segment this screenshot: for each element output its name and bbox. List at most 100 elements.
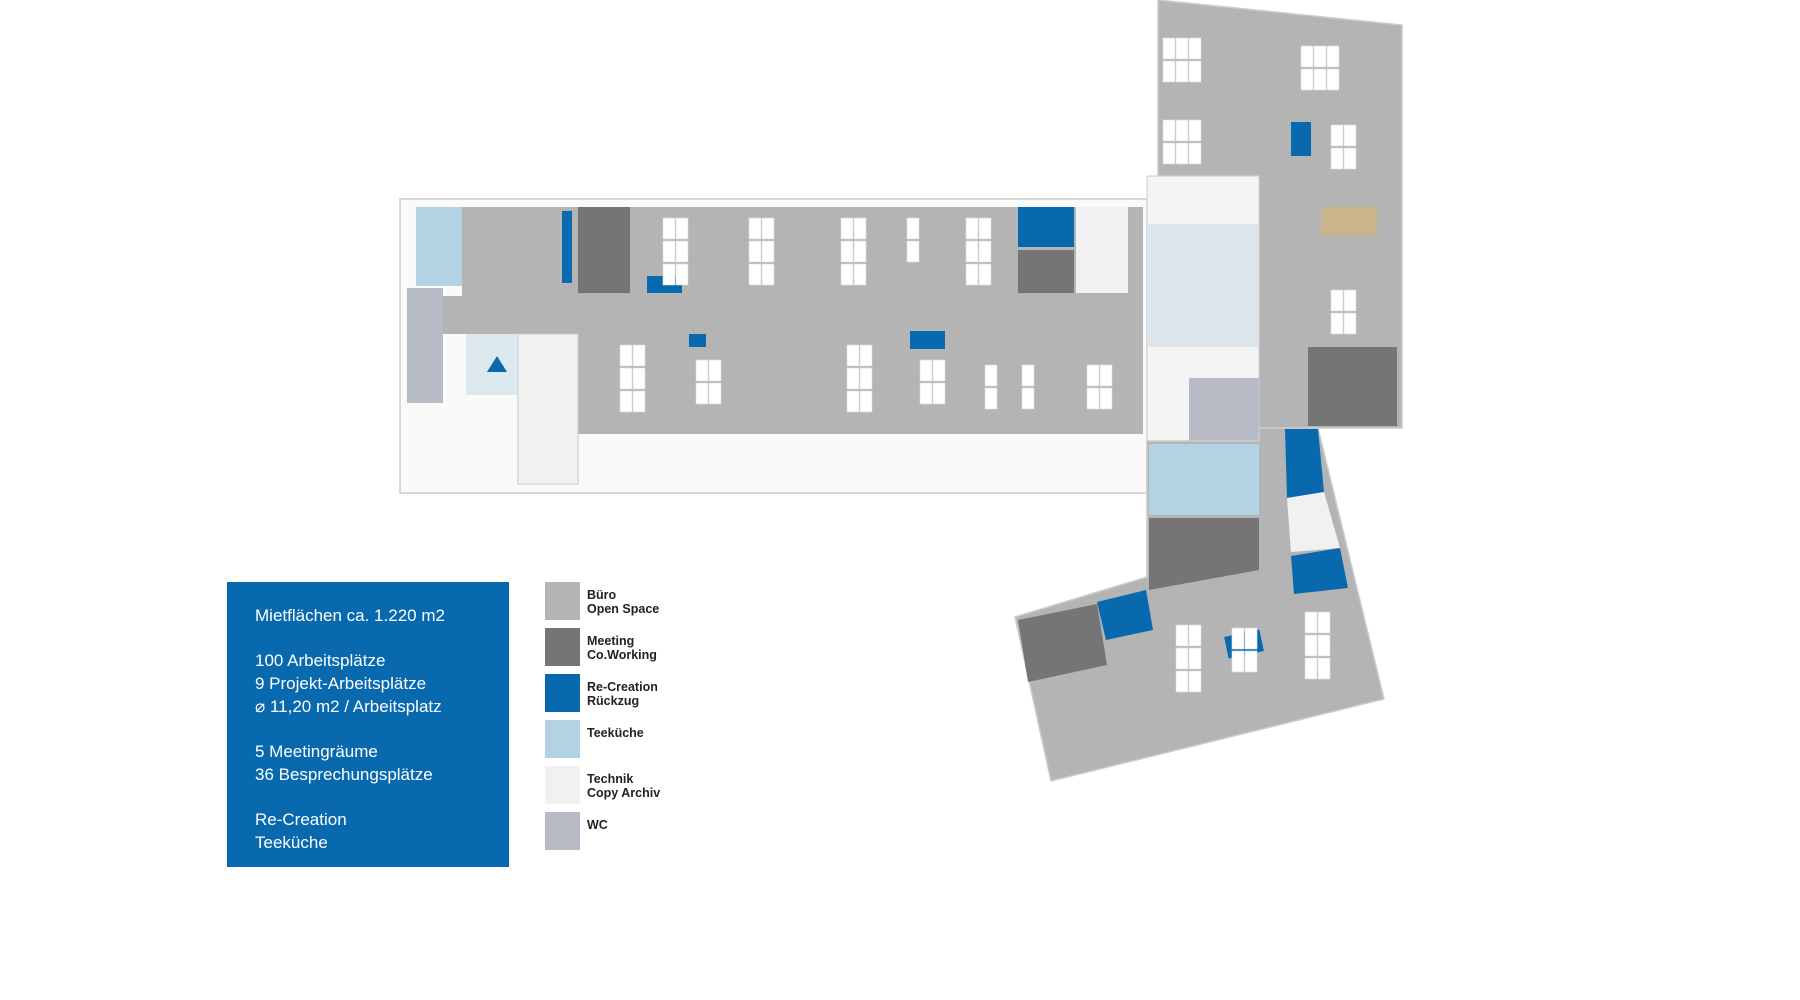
zone-recreation-0 bbox=[562, 211, 572, 283]
desk bbox=[708, 359, 722, 382]
desk bbox=[1188, 37, 1202, 60]
desk bbox=[1021, 364, 1035, 387]
desk bbox=[632, 344, 646, 367]
info-meeting-seats: 36 Besprechungsplätze bbox=[255, 765, 433, 784]
legend-label: Co.Working bbox=[587, 648, 657, 662]
desk bbox=[619, 344, 633, 367]
zone-recreation-5 bbox=[1285, 429, 1324, 498]
zone-recreation-4 bbox=[1018, 207, 1074, 247]
zone-kitchen-lower bbox=[1149, 444, 1259, 515]
desk bbox=[632, 390, 646, 413]
desk bbox=[1021, 387, 1035, 410]
corridor-left bbox=[443, 296, 578, 334]
desk bbox=[840, 263, 854, 286]
desk bbox=[1175, 119, 1189, 142]
desk bbox=[619, 390, 633, 413]
zone-meeting-left bbox=[578, 207, 630, 293]
desk bbox=[919, 359, 933, 382]
zone-recreation-tower bbox=[1291, 122, 1311, 156]
desk bbox=[978, 263, 992, 286]
desk bbox=[761, 263, 775, 286]
desk bbox=[761, 240, 775, 263]
zone-wc-left bbox=[407, 288, 443, 403]
desk bbox=[846, 390, 860, 413]
zone-stair-core bbox=[1147, 224, 1259, 347]
desk bbox=[761, 217, 775, 240]
desk bbox=[662, 263, 676, 286]
desk bbox=[1304, 657, 1318, 680]
desk bbox=[1231, 627, 1245, 650]
desk bbox=[1162, 60, 1176, 83]
info-workplaces: 100 Arbeitsplätze bbox=[255, 651, 386, 670]
desk bbox=[662, 240, 676, 263]
zone-recreation-7 bbox=[1097, 590, 1153, 640]
info-panel: Mietflächen ca. 1.220 m2 100 Arbeitsplät… bbox=[227, 582, 509, 867]
desk bbox=[1175, 647, 1189, 670]
desk bbox=[965, 240, 979, 263]
desk bbox=[1162, 119, 1176, 142]
desk bbox=[632, 367, 646, 390]
desk bbox=[1343, 147, 1357, 170]
desk bbox=[1188, 142, 1202, 165]
desk bbox=[1162, 37, 1176, 60]
desk bbox=[1099, 387, 1113, 410]
zone-recreation-3 bbox=[910, 331, 945, 349]
desk bbox=[1313, 45, 1327, 68]
desk bbox=[906, 217, 920, 240]
desk bbox=[1343, 124, 1357, 147]
desk bbox=[859, 390, 873, 413]
info-project-workplaces: 9 Projekt-Arbeitsplätze bbox=[255, 674, 427, 693]
zone-recreation-6 bbox=[1291, 548, 1348, 594]
legend-swatch bbox=[545, 674, 580, 712]
info-recreation: Re-Creation bbox=[255, 810, 347, 829]
desk bbox=[965, 217, 979, 240]
desk bbox=[1304, 611, 1318, 634]
tan-table bbox=[1321, 207, 1377, 235]
desk bbox=[1175, 670, 1189, 693]
desk bbox=[978, 217, 992, 240]
zone-meeting-lower bbox=[1149, 518, 1259, 590]
zone-kitchen-left bbox=[416, 207, 462, 286]
info-area-per-workplace: ⌀ 11,20 m2 / Arbeitsplatz bbox=[255, 697, 442, 716]
triangle-icon bbox=[487, 356, 507, 372]
desk bbox=[853, 263, 867, 286]
zone-office-left-top bbox=[462, 207, 578, 296]
desk bbox=[748, 240, 762, 263]
desk bbox=[675, 240, 689, 263]
legend-label: Technik bbox=[587, 772, 634, 786]
desk bbox=[1188, 647, 1202, 670]
info-kitchen: Teeküche bbox=[255, 833, 328, 852]
legend-swatch bbox=[545, 628, 580, 666]
desk bbox=[1326, 68, 1340, 91]
desk bbox=[846, 344, 860, 367]
desk bbox=[1188, 670, 1202, 693]
desk bbox=[978, 240, 992, 263]
desk bbox=[1317, 634, 1331, 657]
desk bbox=[859, 344, 873, 367]
desk bbox=[1317, 611, 1331, 634]
desk bbox=[932, 382, 946, 405]
desk bbox=[859, 367, 873, 390]
desk bbox=[1300, 45, 1314, 68]
zone-meeting-tower bbox=[1308, 347, 1397, 426]
desk bbox=[1317, 657, 1331, 680]
desk bbox=[1188, 624, 1202, 647]
desk bbox=[748, 263, 762, 286]
desk bbox=[840, 217, 854, 240]
desk bbox=[853, 217, 867, 240]
legend-swatch bbox=[545, 720, 580, 758]
legend-label: Re-Creation bbox=[587, 680, 658, 694]
desk bbox=[984, 387, 998, 410]
desk bbox=[1086, 387, 1100, 410]
legend-label: Meeting bbox=[587, 634, 635, 648]
legend-swatch bbox=[545, 582, 580, 620]
desk bbox=[1330, 289, 1344, 312]
desk bbox=[1343, 312, 1357, 335]
zone-wc-core bbox=[1189, 378, 1259, 441]
desk bbox=[708, 382, 722, 405]
legend-swatch bbox=[545, 766, 580, 804]
desk bbox=[695, 382, 709, 405]
desk bbox=[675, 217, 689, 240]
info-area: Mietflächen ca. 1.220 m2 bbox=[255, 606, 445, 625]
